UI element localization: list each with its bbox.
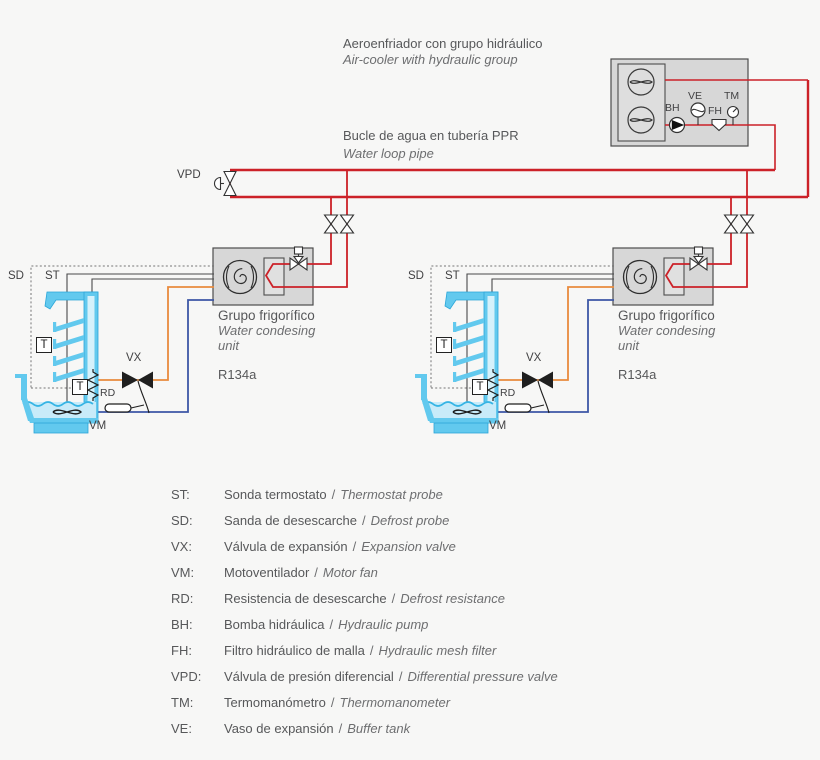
rd-label: RD <box>100 387 116 399</box>
legend: ST: Sonda termostato / Thermostat probe SD:… <box>171 487 558 747</box>
ve-label: VE <box>688 90 703 102</box>
unit-name-es: Grupo frigorífico <box>618 308 715 323</box>
st-label: ST <box>445 270 460 282</box>
legend-en: Differential pressure valve <box>407 669 558 684</box>
sd-label: SD <box>8 270 24 282</box>
legend-abbr: SD: <box>171 513 193 528</box>
unit-name-en1: Water condesing <box>218 323 316 338</box>
legend-separator: / <box>398 669 403 684</box>
legend-separator: / <box>330 695 335 710</box>
legend-row-vx: VX: Válvula de expansión / Expansion valve <box>171 539 558 565</box>
legend-row-ve: VE: Vaso de expansión / Buffer tank <box>171 721 558 747</box>
refrigeration-group-left <box>14 169 355 434</box>
legend-separator: / <box>361 513 366 528</box>
legend-row-vpd: VPD: Válvula de presión diferencial / Diffe… <box>171 669 558 695</box>
legend-row-sd: SD: Sanda de desescarche / Defrost probe <box>171 513 558 539</box>
legend-es: Termomanómetro <box>224 695 326 710</box>
rd-label: RD <box>500 387 516 399</box>
refrigerant-label: R134a <box>218 367 257 382</box>
vx-label: VX <box>526 352 542 364</box>
air-cooler-title-es: Aeroenfriador con grupo hidráulico <box>343 36 543 51</box>
water-loop-label-es: Bucle de agua en tubería PPR <box>343 128 519 143</box>
legend-row-st: ST: Sonda termostato / Thermostat probe <box>171 487 558 513</box>
legend-en: Thermostat probe <box>340 487 443 502</box>
bh-label: BH <box>665 102 680 114</box>
legend-en: Expansion valve <box>361 539 456 554</box>
refrigerant-label: R134a <box>618 367 657 382</box>
legend-abbr: VX: <box>171 539 192 554</box>
water-loop-label-en: Water loop pipe <box>343 146 434 161</box>
tm-label: TM <box>724 90 740 102</box>
unit-name-es: Grupo frigorífico <box>218 308 315 323</box>
defrost-sensor-box: T <box>472 379 488 395</box>
legend-es: Sonda termostato <box>224 487 327 502</box>
st-label: ST <box>45 270 60 282</box>
legend-abbr: FH: <box>171 643 192 658</box>
legend-separator: / <box>369 643 374 658</box>
legend-en: Hydraulic pump <box>338 617 429 632</box>
legend-abbr: VM: <box>171 565 195 580</box>
legend-abbr: ST: <box>171 487 190 502</box>
legend-separator: / <box>329 617 334 632</box>
legend-es: Bomba hidráulica <box>224 617 325 632</box>
legend-separator: / <box>331 487 336 502</box>
thermostat-sensor-box: T <box>436 337 452 353</box>
legend-en: Motor fan <box>322 565 378 580</box>
legend-row-rd: RD: Resistencia de desescarche / Defrost re… <box>171 591 558 617</box>
fh-label: FH <box>708 105 722 117</box>
legend-row-vm: VM: Motoventilador / Motor fan <box>171 565 558 591</box>
legend-abbr: VE: <box>171 721 192 736</box>
legend-row-tm: TM: Termomanómetro / Thermomanometer <box>171 695 558 721</box>
legend-en: Hydraulic mesh filter <box>378 643 497 658</box>
legend-row-fh: FH: Filtro hidráulico de malla / Hydraulic … <box>171 643 558 669</box>
legend-es: Resistencia de desescarche <box>224 591 387 606</box>
legend-separator: / <box>314 565 318 580</box>
legend-en: Defrost resistance <box>400 591 505 606</box>
thermostat-sensor-box: T <box>36 337 52 353</box>
legend-abbr: BH: <box>171 617 193 632</box>
refrigeration-group-right <box>414 169 755 434</box>
defrost-sensor-box: T <box>72 379 88 395</box>
legend-abbr: TM: <box>171 695 194 710</box>
mesh-filter-icon <box>711 118 727 132</box>
unit-name-en1: Water condesing <box>618 323 716 338</box>
legend-es: Sanda de desescarche <box>224 513 357 528</box>
legend-es: Válvula de presión diferencial <box>224 669 394 684</box>
legend-en: Buffer tank <box>347 721 411 736</box>
legend-separator: / <box>391 591 396 606</box>
unit-name-en2: unit <box>618 338 639 353</box>
legend-separator: / <box>338 721 343 736</box>
legend-abbr: VPD: <box>171 669 202 684</box>
vpd-label: VPD <box>177 169 201 181</box>
sd-label: SD <box>408 270 424 282</box>
legend-en: Defrost probe <box>370 513 450 528</box>
unit-name-en2: unit <box>218 338 239 353</box>
legend-en: Thermomanometer <box>339 695 451 710</box>
air-cooler-title-en: Air-cooler with hydraulic group <box>343 52 518 67</box>
legend-es: Motoventilador <box>224 565 310 580</box>
vm-label: VM <box>89 420 107 432</box>
vx-label: VX <box>126 352 142 364</box>
vm-label: VM <box>489 420 507 432</box>
legend-es: Válvula de expansión <box>224 539 348 554</box>
legend-abbr: RD: <box>171 591 194 606</box>
legend-es: Vaso de expansión <box>224 721 334 736</box>
legend-es: Filtro hidráulico de malla <box>224 643 365 658</box>
legend-separator: / <box>352 539 357 554</box>
legend-row-bh: BH: Bomba hidráulica / Hydraulic pump <box>171 617 558 643</box>
differential-pressure-valve-icon <box>213 170 237 197</box>
air-cooler-assembly <box>610 58 808 170</box>
